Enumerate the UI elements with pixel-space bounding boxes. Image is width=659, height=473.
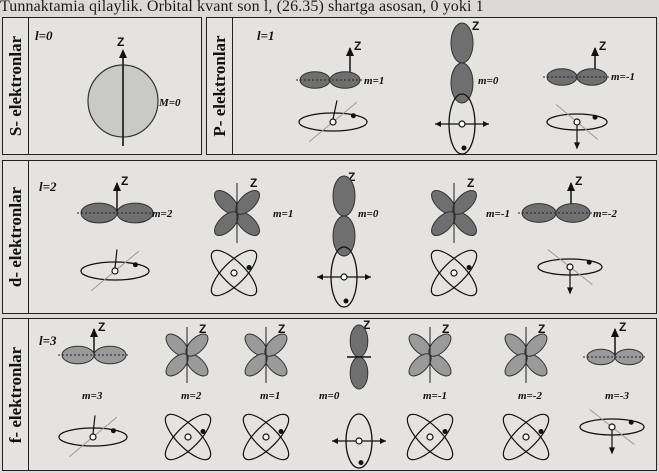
m-label: m=2 xyxy=(181,390,202,402)
nucleus xyxy=(609,424,615,430)
electron xyxy=(359,460,364,465)
header-text: Tunnaktamia qilaylik. Orbital kvant son … xyxy=(0,0,659,16)
arrow-icon xyxy=(113,182,121,191)
electron xyxy=(279,429,284,434)
nucleus xyxy=(574,119,580,125)
axis-label: Z xyxy=(599,39,606,53)
m-label: m=0 xyxy=(358,208,379,220)
moment-vector xyxy=(115,249,117,268)
m-label: m=2 xyxy=(152,208,173,220)
axis-label: Z xyxy=(98,320,105,334)
arrow-icon xyxy=(609,447,615,454)
nucleus xyxy=(231,270,237,276)
electron xyxy=(462,146,467,151)
m-label: m=-3 xyxy=(605,390,629,402)
electron xyxy=(587,260,592,265)
electron xyxy=(443,429,448,434)
orbital-lobe xyxy=(556,204,590,223)
axis-label: Z xyxy=(619,320,626,334)
nucleus xyxy=(90,434,96,440)
nucleus xyxy=(459,121,465,127)
arrow-icon xyxy=(611,328,619,337)
arrow-icon xyxy=(380,438,386,444)
axis-label: Z xyxy=(121,174,128,188)
m-label: m=1 xyxy=(260,390,280,402)
nucleus xyxy=(427,434,433,440)
s-electron-panel: S- elektronlar l=0 Z M=0 xyxy=(2,17,202,155)
m-label: m=1 xyxy=(273,208,293,220)
arrow-icon xyxy=(90,328,98,337)
axis-label: Z xyxy=(250,176,257,190)
arrow-icon xyxy=(483,121,489,127)
m-label: m=-1 xyxy=(423,390,447,402)
electron xyxy=(351,113,356,118)
nucleus xyxy=(567,264,573,270)
arrow-icon xyxy=(365,274,371,280)
arrow-icon xyxy=(332,438,338,444)
electron xyxy=(111,428,116,433)
arrow-icon xyxy=(435,121,441,127)
electron xyxy=(629,420,634,425)
nucleus xyxy=(451,270,457,276)
m-label: m=-2 xyxy=(593,208,617,220)
s-arrow-icon xyxy=(119,49,127,58)
axis-label: Z xyxy=(538,322,545,336)
m-label: m=3 xyxy=(82,390,103,402)
arrow-icon xyxy=(591,47,599,56)
s-m-label: M=0 xyxy=(158,97,181,109)
electron xyxy=(201,429,206,434)
moment-vector xyxy=(333,100,337,119)
m-label: m=0 xyxy=(319,390,340,402)
m-label: m=1 xyxy=(364,75,384,87)
orbital-lobe xyxy=(350,325,368,357)
nucleus xyxy=(185,434,191,440)
nucleus xyxy=(263,434,269,440)
electron xyxy=(467,265,472,270)
arrow-icon xyxy=(567,287,573,294)
m-label: m=0 xyxy=(478,75,499,87)
s-orbital-figure: Z M=0 xyxy=(3,18,203,156)
axis-label: Z xyxy=(467,176,474,190)
axis-label: Z xyxy=(199,322,206,336)
axis-label: Z xyxy=(442,322,449,336)
nucleus xyxy=(341,274,347,280)
electron xyxy=(593,115,598,120)
arrow-icon xyxy=(567,182,575,191)
nucleus xyxy=(112,268,118,274)
orbital-lobe xyxy=(451,63,473,103)
orbital-lobe xyxy=(451,23,473,63)
electron xyxy=(247,265,252,270)
d-orbitals-figure: Zm=2Zm=1Zm=0Zm=-1Zm=-2 xyxy=(3,161,658,315)
s-axis-label: Z xyxy=(117,35,124,49)
axis-label: Z xyxy=(472,19,479,33)
electron xyxy=(133,262,138,267)
nucleus xyxy=(356,438,362,444)
arrow-icon xyxy=(346,47,354,56)
p-orbitals-figure: Zm=1 Zm=0 Zm=-1 xyxy=(207,18,658,156)
axis-label: Z xyxy=(354,39,361,53)
m-label: m=-1 xyxy=(611,71,635,83)
orbital-lobe xyxy=(333,216,355,256)
arrow-icon xyxy=(574,142,580,149)
orbital-lobe xyxy=(350,357,368,389)
nucleus xyxy=(523,434,529,440)
axis-label: Z xyxy=(278,322,285,336)
electron xyxy=(539,429,544,434)
electron xyxy=(344,299,349,304)
m-label: m=-2 xyxy=(518,390,542,402)
orbital-lobe xyxy=(333,176,355,216)
moment-vector xyxy=(93,415,95,434)
m-label: m=-1 xyxy=(486,208,510,220)
arrow-icon xyxy=(317,274,323,280)
nucleus xyxy=(330,119,336,125)
axis-label: Z xyxy=(575,174,582,188)
